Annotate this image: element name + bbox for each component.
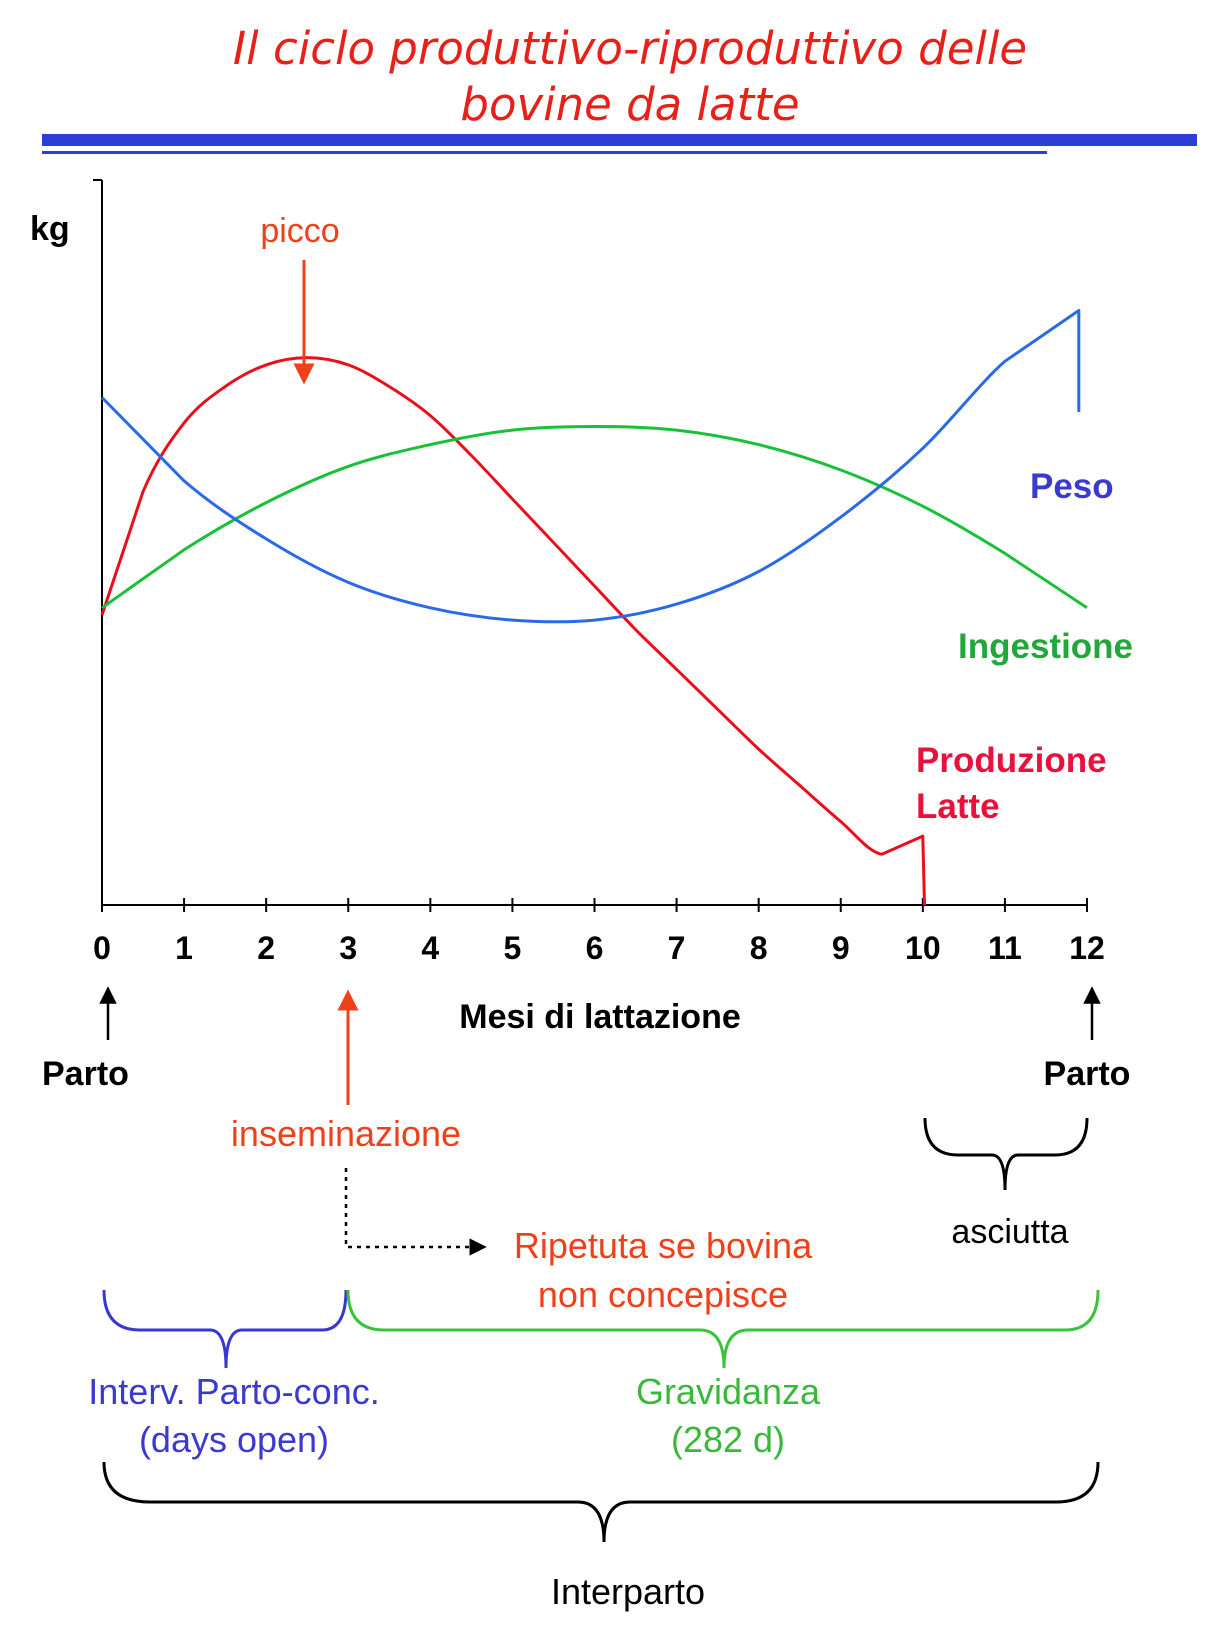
days-open-brace — [102, 1289, 348, 1369]
x-axis-label: Mesi di lattazione — [459, 998, 741, 1036]
repeat-label-line2: non concepisce — [538, 1274, 788, 1315]
x-tick-label-7: 7 — [668, 930, 686, 966]
x-tick-label-8: 8 — [750, 930, 768, 966]
repeat-label-line1: Ripetuta se bovina — [514, 1225, 813, 1266]
dry-label: asciutta — [951, 1213, 1068, 1251]
series-line-peso — [100, 309, 1081, 624]
pregnancy-line2: (282 d) — [671, 1419, 785, 1460]
series-group — [100, 309, 1088, 906]
pregnancy-brace — [346, 1289, 1100, 1369]
series-label-intake: Ingestione — [958, 627, 1133, 666]
y-axis-label: kg — [30, 210, 70, 248]
x-tick-label-9: 9 — [832, 930, 850, 966]
page-title-line1: Il ciclo produttivo-riproduttivo delle — [233, 22, 1027, 75]
peak-label: picco — [260, 212, 339, 250]
page-title-line2: bovine da latte — [460, 78, 799, 131]
x-tick-label-2: 2 — [257, 930, 275, 966]
calving-interval-brace — [102, 1461, 1100, 1543]
x-tick-label-11: 11 — [988, 930, 1022, 966]
title-rule-thick — [42, 134, 1197, 146]
series-label-weight: Peso — [1030, 467, 1114, 506]
series-line-produzione-latte — [100, 356, 926, 906]
parto-right-label: Parto — [1044, 1055, 1131, 1093]
pregnancy-line1: Gravidanza — [636, 1371, 821, 1412]
repeat-dotted-arrow — [344, 1168, 487, 1256]
x-tick-label-1: 1 — [175, 930, 193, 966]
series-line-ingestione — [101, 425, 1088, 610]
x-tick-label-6: 6 — [586, 930, 604, 966]
days-open-line2: (days open) — [139, 1419, 329, 1460]
days-open-line1: Interv. Parto-conc. — [88, 1371, 379, 1412]
insemination-label: inseminazione — [231, 1113, 461, 1154]
x-tick-label-3: 3 — [339, 930, 357, 966]
title-rule-thin — [42, 151, 1047, 154]
x-tick-label-0: 0 — [93, 930, 111, 966]
series-label-milk-line1: Produzione — [916, 741, 1107, 780]
calving-interval-label: Interparto — [551, 1571, 705, 1612]
x-tick-label-12: 12 — [1069, 930, 1105, 966]
x-tick-label-5: 5 — [504, 930, 522, 966]
series-label-milk-line2: Latte — [916, 787, 1000, 826]
x-tick-label-4: 4 — [421, 930, 439, 966]
dry-brace — [923, 1117, 1089, 1191]
parto-left-label: Parto — [42, 1055, 129, 1093]
x-tick-label-10: 10 — [905, 930, 941, 966]
